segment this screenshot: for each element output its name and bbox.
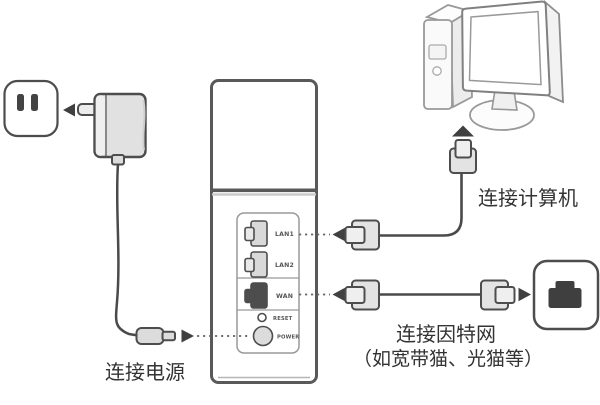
dc-plug-body	[135, 327, 165, 345]
arrow-to-wan-port-icon	[332, 287, 345, 302]
outlet-slot-left	[17, 94, 24, 111]
arrow-to-power-port-icon	[181, 329, 194, 343]
outlet-slot-right	[31, 94, 38, 111]
adapter-cable-nub	[111, 154, 125, 166]
power-outlet-icon	[3, 79, 59, 138]
lan1-port-label: LAN1	[275, 231, 294, 238]
lan-cable	[379, 174, 463, 237]
power-adapter-icon	[77, 92, 147, 166]
ethernet-connector-wan-left-icon	[344, 279, 380, 311]
power-cable	[114, 163, 139, 337]
reset-pinhole-icon	[257, 312, 267, 323]
ethernet-connector-wan-right-icon	[480, 279, 516, 311]
computer-monitor	[461, 0, 564, 131]
arrow-to-internet-icon	[518, 287, 531, 302]
adapter-highlight	[142, 99, 146, 151]
router-divider-shadow	[212, 193, 316, 196]
connect-internet-label-line1: 连接因特网	[396, 322, 496, 346]
reset-label: RESET	[273, 316, 293, 322]
lan2-port-tab	[244, 257, 255, 273]
tower-power-button	[432, 66, 442, 76]
dc-plug-icon	[135, 327, 176, 345]
port-panel: LAN1 LAN2 WAN RESET POWER	[236, 212, 300, 354]
tower-front-face	[423, 19, 453, 110]
connector-tab	[344, 286, 366, 304]
monitor-screen	[468, 10, 542, 86]
port-panel-outline	[236, 212, 300, 354]
arrow-to-outlet-icon	[63, 103, 75, 117]
jack-body	[548, 288, 582, 308]
connector-tab	[454, 139, 472, 159]
lan1-port-tab	[244, 226, 255, 242]
router-device: LAN1 LAN2 WAN RESET POWER	[210, 79, 318, 384]
ethernet-connector-computer-icon	[449, 139, 477, 174]
connect-internet-label-line2: （如宽带猫、光猫等）	[353, 348, 543, 370]
arrow-to-lan1-port-icon	[332, 227, 345, 242]
connector-tab	[494, 286, 516, 304]
wan-port-tab	[244, 288, 255, 304]
dc-plug-tip	[161, 330, 176, 342]
router-section-divider	[212, 188, 316, 193]
connect-power-label: 连接电源	[105, 360, 185, 384]
power-label: POWER	[277, 335, 299, 341]
power-button-icon	[252, 325, 274, 347]
tower-drive-bay	[428, 44, 447, 60]
adapter-side-face	[95, 95, 105, 156]
wan-port-icon	[244, 282, 268, 309]
connector-tab	[344, 226, 366, 244]
jack-tab	[555, 281, 575, 291]
arrow-to-computer-icon	[452, 125, 474, 137]
ethernet-connector-lan-icon	[344, 219, 380, 251]
connect-computer-label: 连接计算机	[478, 186, 578, 210]
wan-port-label: WAN	[276, 293, 293, 300]
lan2-port-label: LAN2	[275, 262, 294, 269]
lan1-port-icon	[244, 220, 268, 247]
internet-jack-icon	[532, 259, 600, 331]
lan2-port-icon	[244, 251, 268, 278]
desktop-computer-icon	[423, 0, 564, 131]
